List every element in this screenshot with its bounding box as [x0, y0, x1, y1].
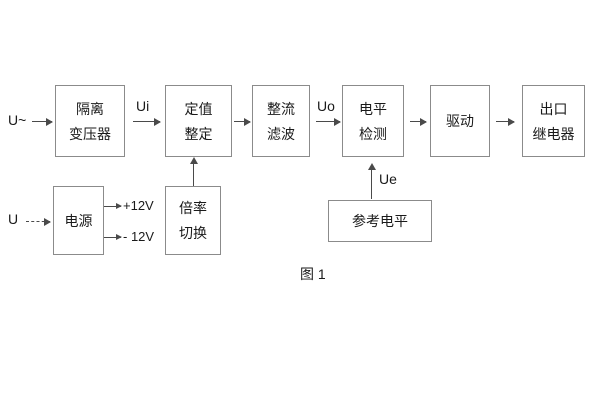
- block-reference-level: 参考电平: [328, 200, 432, 242]
- block-multiplier-switch: 倍率 切换: [165, 186, 221, 255]
- block-level-detection: 电平 检测: [342, 85, 404, 157]
- block-output-relay-line2: 继电器: [532, 125, 575, 142]
- arrow-level-detection-to-drive: [410, 117, 427, 126]
- block-level-detection-line1: 电平: [359, 100, 387, 117]
- block-rectify-filter-line2: 滤波: [267, 125, 295, 142]
- arrow-ac-to-isolation-transformer: [32, 117, 53, 126]
- arrow-reference-level-to-level-detection: [367, 163, 376, 199]
- block-power-supply: 电源: [53, 186, 104, 255]
- block-output-relay-line1: 出口: [539, 100, 568, 117]
- arrow-multiplier-switch-to-setting-value: [189, 157, 198, 186]
- signal-label-ue: Ue: [379, 171, 397, 187]
- rail-label-negative-12v: - 12V: [123, 229, 155, 244]
- block-multiplier-switch-line1: 倍率: [179, 200, 207, 216]
- block-power-supply-line1: 电源: [64, 212, 93, 229]
- arrow-drive-to-output-relay: [496, 117, 515, 126]
- figure-caption: 图 1: [300, 266, 326, 282]
- rail-label-positive-12v: +12V: [123, 198, 154, 213]
- arrow-rectify-filter-to-level-detection: [316, 117, 341, 126]
- block-level-detection-line2: 检测: [359, 125, 387, 142]
- block-setting-value: 定值 整定: [165, 85, 232, 157]
- input-label-dc: U: [8, 211, 19, 227]
- block-drive: 驱动: [430, 85, 490, 157]
- block-isolation-transformer-line2: 变压器: [69, 125, 111, 142]
- arrow-setting-value-to-rectify-filter: [234, 117, 251, 126]
- signal-label-ui: Ui: [136, 98, 150, 114]
- signal-label-uo: Uo: [317, 98, 335, 114]
- rail-arrow-positive-12v: [104, 203, 122, 209]
- arrow-dc-to-power-supply: [26, 218, 51, 226]
- arrow-isolation-transformer-to-setting-value: [133, 117, 161, 126]
- block-setting-value-line1: 定值: [184, 100, 213, 117]
- block-setting-value-line2: 整定: [184, 125, 213, 142]
- block-rectify-filter-line1: 整流: [267, 100, 295, 117]
- block-isolation-transformer: 隔离 变压器: [55, 85, 125, 157]
- block-drive-line1: 驱动: [446, 113, 474, 129]
- block-output-relay: 出口 继电器: [522, 85, 585, 157]
- block-rectify-filter: 整流 滤波: [252, 85, 310, 157]
- block-isolation-transformer-line1: 隔离: [76, 100, 104, 117]
- block-reference-level-line1: 参考电平: [352, 213, 408, 229]
- input-label-ac: U~: [8, 112, 27, 128]
- rail-arrow-negative-12v: [104, 234, 122, 240]
- block-multiplier-switch-line2: 切换: [179, 225, 207, 241]
